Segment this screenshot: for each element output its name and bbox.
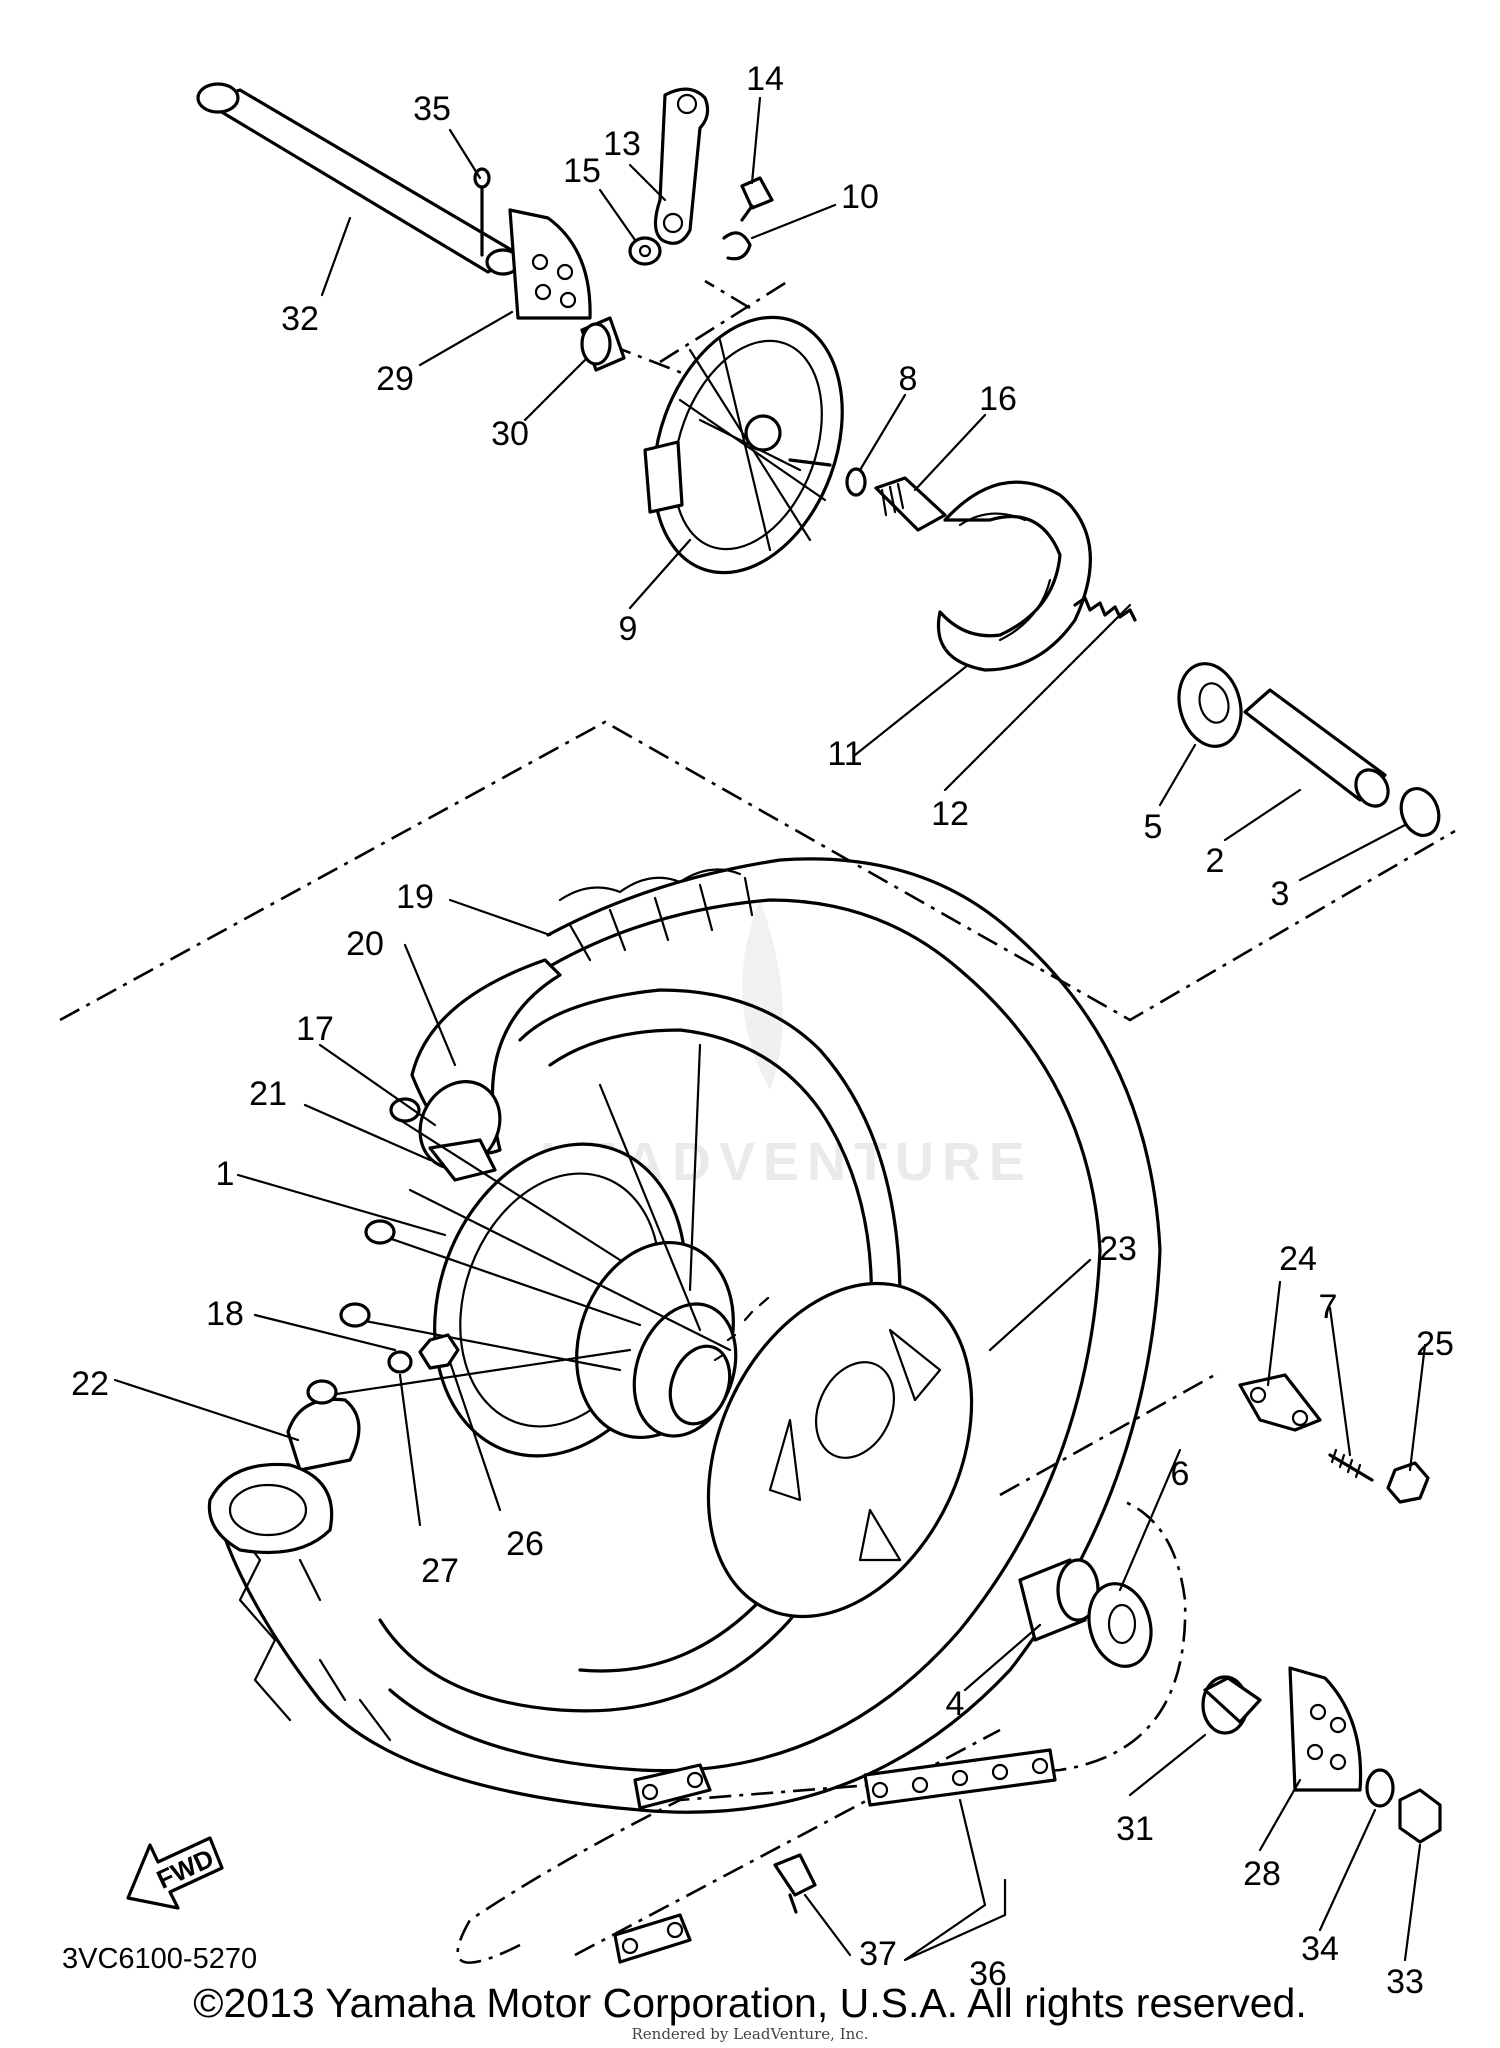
camshaft bbox=[874, 476, 947, 532]
callout-4: 4 bbox=[946, 1685, 965, 1723]
brake-shoe-plate bbox=[643, 315, 844, 575]
bearing-right bbox=[1177, 662, 1243, 748]
callout-24: 24 bbox=[1279, 1240, 1317, 1278]
rear-sprocket bbox=[706, 1281, 974, 1619]
spoke-nipples bbox=[306, 1097, 421, 1405]
callout-14: 14 bbox=[746, 60, 784, 98]
plate-24 bbox=[1238, 1373, 1322, 1432]
axle-leader bbox=[609, 278, 791, 382]
oil-seal bbox=[845, 467, 867, 497]
collar-4 bbox=[1018, 1558, 1100, 1642]
collar bbox=[580, 316, 626, 372]
callout-23: 23 bbox=[1099, 1230, 1137, 1268]
callout-9: 9 bbox=[619, 610, 638, 648]
drive-chain bbox=[613, 1748, 1057, 1964]
nut-25 bbox=[1386, 1461, 1430, 1504]
clip bbox=[722, 231, 752, 261]
callout-26: 26 bbox=[506, 1525, 544, 1563]
callout-21: 21 bbox=[249, 1075, 287, 1113]
callout-25: 25 bbox=[1416, 1325, 1454, 1363]
callout-6: 6 bbox=[1171, 1455, 1190, 1493]
callout-31: 31 bbox=[1116, 1810, 1154, 1848]
callout-33: 33 bbox=[1386, 1963, 1424, 2001]
sprocket-leader bbox=[999, 1370, 1221, 1497]
camshaft-lever bbox=[653, 87, 710, 245]
callout-32: 32 bbox=[281, 300, 319, 338]
callout-35: 35 bbox=[413, 90, 451, 128]
part-number: 3VC6100-5270 bbox=[62, 1943, 257, 1975]
leader-lines bbox=[113, 96, 1427, 1962]
cotter-pin bbox=[473, 167, 491, 257]
nut-26 bbox=[418, 1333, 460, 1370]
washer-27 bbox=[387, 1350, 413, 1374]
axle-nut-31 bbox=[1201, 1675, 1262, 1735]
copyright-notice: ©2013 Yamaha Motor Corporation, U.S.A. A… bbox=[193, 1980, 1307, 2026]
callout-37: 37 bbox=[859, 1935, 897, 1973]
nut bbox=[628, 236, 662, 266]
master-link bbox=[773, 1853, 817, 1914]
bolt-7 bbox=[1328, 1448, 1374, 1482]
callout-18: 18 bbox=[206, 1295, 244, 1333]
bearing-6 bbox=[1087, 1582, 1153, 1668]
callout-1: 1 bbox=[216, 1155, 235, 1193]
rim-lock bbox=[207, 1397, 361, 1554]
chain-path bbox=[456, 1498, 1187, 1964]
callout-8: 8 bbox=[899, 360, 918, 398]
callout-10: 10 bbox=[841, 178, 879, 216]
callout-15: 15 bbox=[563, 152, 601, 190]
nut-33 bbox=[1398, 1788, 1442, 1844]
callout-11: 11 bbox=[827, 735, 862, 773]
washer-34 bbox=[1365, 1768, 1395, 1808]
callout-labels: 35 14 13 15 10 32 29 30 8 16 9 11 12 5 2… bbox=[71, 60, 1454, 2001]
assembly-outline bbox=[59, 720, 1456, 1022]
callout-36: 36 bbox=[969, 1955, 1007, 1993]
callout-28: 28 bbox=[1243, 1855, 1281, 1893]
forward-arrow-icon: FWD bbox=[126, 1836, 224, 1910]
callout-17: 17 bbox=[296, 1010, 334, 1048]
callout-13: 13 bbox=[603, 125, 641, 163]
callout-5: 5 bbox=[1144, 808, 1163, 846]
rear-hub bbox=[328, 1043, 738, 1458]
callout-19: 19 bbox=[396, 878, 434, 916]
callout-34: 34 bbox=[1301, 1930, 1339, 1968]
bolt bbox=[740, 176, 774, 222]
callout-29: 29 bbox=[376, 360, 414, 398]
callout-22: 22 bbox=[71, 1365, 109, 1403]
spring bbox=[1073, 596, 1137, 622]
chain-adjuster-plate bbox=[508, 208, 592, 320]
callout-2: 2 bbox=[1206, 842, 1225, 880]
axle bbox=[196, 82, 522, 276]
callout-3: 3 bbox=[1271, 875, 1290, 913]
rendered-by-credit: Rendered by LeadVenture, Inc. bbox=[631, 2025, 869, 2043]
callout-27: 27 bbox=[421, 1552, 459, 1590]
spacer bbox=[1243, 688, 1390, 808]
brake-shoe bbox=[937, 480, 1092, 672]
callout-12: 12 bbox=[931, 795, 969, 833]
oil-seal-right bbox=[1399, 787, 1441, 837]
callout-20: 20 bbox=[346, 925, 384, 963]
callout-16: 16 bbox=[979, 380, 1017, 418]
callout-30: 30 bbox=[491, 415, 529, 453]
adjuster-plate-28 bbox=[1288, 1666, 1363, 1792]
callout-7: 7 bbox=[1319, 1288, 1338, 1326]
